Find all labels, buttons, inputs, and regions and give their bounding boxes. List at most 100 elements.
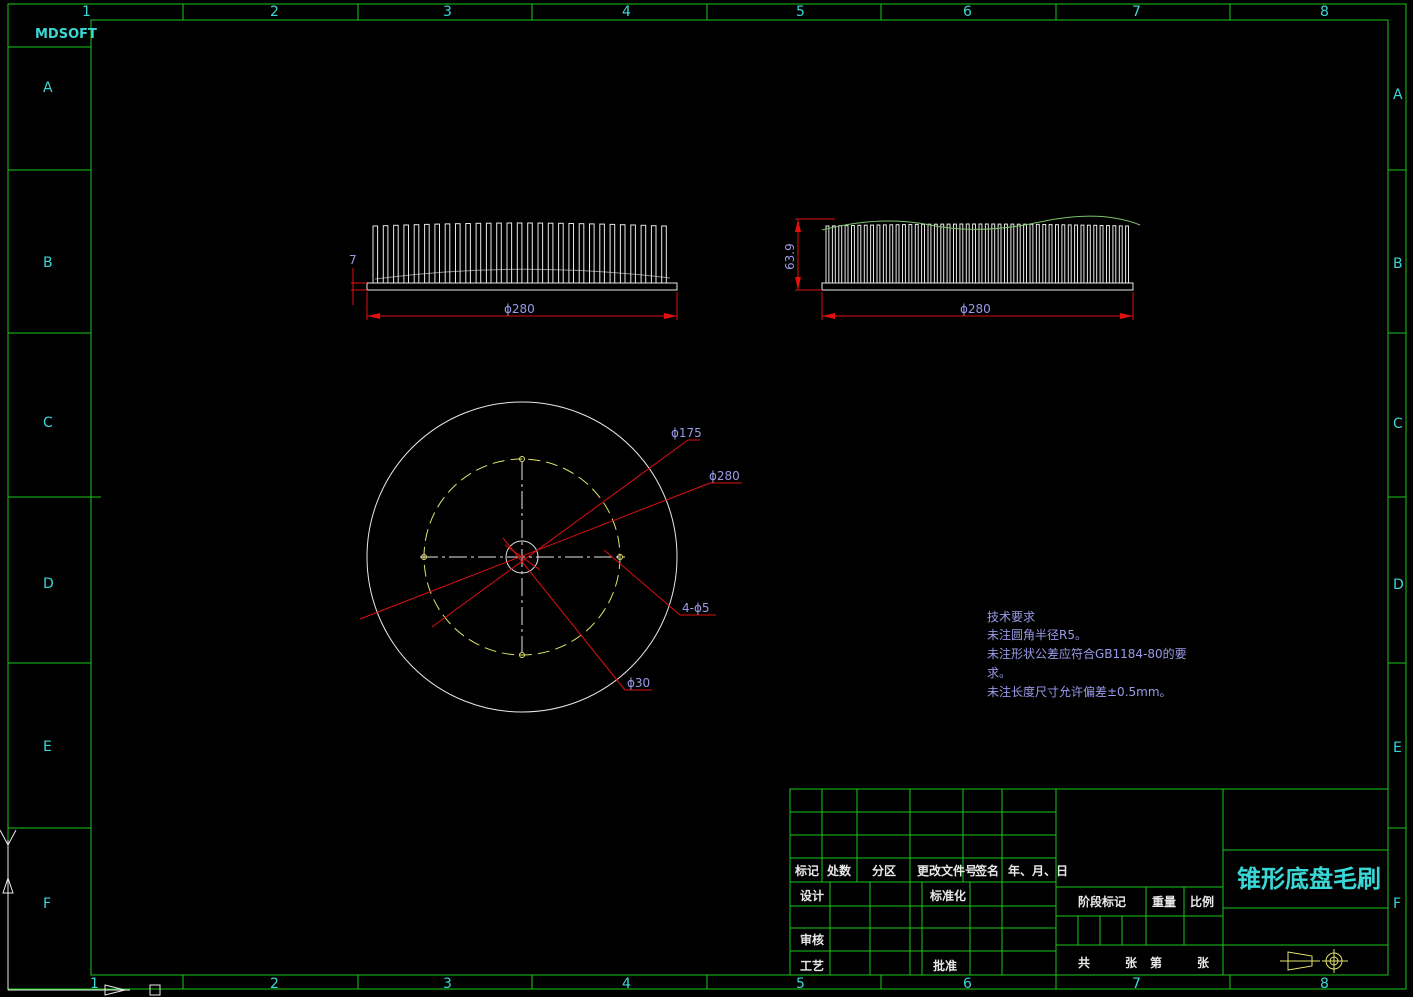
col-label: 4: [622, 976, 631, 992]
row-label: A: [1393, 87, 1403, 103]
bristle: [972, 223, 976, 284]
bristle: [1010, 223, 1015, 284]
dim-diameter: ϕ280: [504, 302, 535, 316]
technical-requirements: 技术要求 未注圆角半径R5。 未注形状公差应符合GB1184-80的要 求。 未…: [987, 610, 1187, 699]
tb-count: 处数: [826, 863, 852, 878]
bolt-hole: [617, 554, 623, 560]
bristle: [578, 223, 585, 284]
bristle: [991, 223, 996, 284]
bristle: [1086, 224, 1091, 284]
bristle: [1112, 225, 1117, 284]
bristle: [1023, 223, 1027, 284]
bristle: [997, 223, 1002, 284]
dim-inner-dia: ϕ175: [671, 426, 702, 440]
tech-req-line: 未注圆角半径R5。: [987, 627, 1087, 642]
col-label: 5: [796, 4, 805, 20]
tb-date: 年、月、日: [1008, 863, 1068, 878]
bristle: [1093, 224, 1098, 284]
bristle: [382, 225, 389, 284]
bristle: [1048, 224, 1053, 284]
bristle: [921, 223, 925, 284]
bristle: [619, 224, 626, 284]
row-label: C: [43, 415, 53, 431]
col-label: 3: [443, 976, 452, 992]
bristle: [1080, 224, 1085, 284]
bristle: [640, 224, 647, 284]
col-label: 7: [1132, 976, 1141, 992]
bristle: [1016, 223, 1021, 284]
tech-req-line: 未注长度尺寸允许偏差±0.5mm。: [987, 684, 1172, 699]
bristle: [946, 223, 951, 284]
tb-mark: 标记: [794, 863, 819, 878]
bristle: [599, 223, 605, 284]
bristle: [902, 224, 906, 284]
bristle: [1067, 224, 1072, 284]
bristle: [444, 223, 451, 284]
bristle: [870, 224, 874, 284]
col-label: 5: [796, 976, 805, 992]
tb-total: 共: [1078, 955, 1090, 970]
col-label: 2: [270, 976, 279, 992]
bristle: [1035, 223, 1040, 284]
bristle: [589, 223, 595, 284]
bristle: [516, 222, 523, 284]
row-label: E: [43, 739, 52, 755]
bristle: [863, 224, 868, 284]
bristle: [424, 223, 430, 284]
bristle: [1106, 225, 1110, 284]
bristle: [506, 222, 513, 284]
row-label: D: [43, 576, 54, 592]
row-label: C: [1393, 416, 1403, 432]
bristle: [1029, 223, 1034, 284]
bristle: [1099, 225, 1104, 284]
col-label: 6: [963, 976, 972, 992]
bristle: [825, 225, 830, 284]
col-label: 8: [1320, 4, 1329, 20]
bolt-hole: [519, 456, 525, 462]
bristle: [413, 224, 420, 284]
drawing-title: 锥形底盘毛刷: [1237, 865, 1381, 893]
bristle: [537, 222, 544, 284]
row-label: F: [43, 896, 51, 912]
bristle: [475, 222, 482, 284]
bristle: [403, 224, 409, 284]
tech-req-line: 求。: [987, 666, 1011, 680]
col-label: 3: [443, 4, 452, 20]
tb-sign: 签名: [974, 863, 999, 878]
dim-center-dia: ϕ30: [627, 676, 650, 690]
bristle: [882, 224, 887, 284]
tb-approve: 批准: [933, 958, 957, 973]
tech-req-line: 未注形状公差应符合GB1184-80的要: [987, 646, 1187, 661]
bristle: [927, 223, 932, 284]
bristle: [393, 224, 399, 284]
bristle: [1061, 224, 1066, 284]
bristle: [650, 225, 657, 284]
bristle: [876, 224, 881, 284]
bristle: [831, 225, 836, 284]
title-block: 标记 处数 分区 更改文件号 签名 年、月、日 设计 标准化 审核 工艺 批准 …: [789, 788, 1389, 976]
bristle: [914, 223, 919, 284]
col-label: 2: [270, 4, 279, 20]
front-view: 7 ϕ280: [349, 222, 678, 320]
outer-frame: [7, 3, 1407, 990]
bristle: [933, 223, 938, 284]
bristle: [1004, 223, 1008, 284]
bristle: [496, 222, 502, 284]
bristle: [959, 223, 964, 284]
tb-review: 审核: [800, 932, 824, 947]
ucs-icon: [0, 829, 161, 996]
bristle: [953, 223, 957, 284]
tb-no: 第: [1150, 955, 1162, 970]
bristle: [940, 223, 945, 284]
tb-process: 工艺: [800, 958, 824, 973]
row-label: B: [43, 255, 53, 271]
row-label: E: [1393, 740, 1402, 756]
dim-outer-dia: ϕ280: [709, 469, 740, 483]
bristle: [609, 223, 616, 284]
bristle: [455, 223, 461, 284]
tb-sheet2: 张: [1197, 955, 1210, 970]
bristle: [527, 222, 533, 284]
bristle: [558, 222, 564, 284]
bristle: [1118, 225, 1123, 284]
